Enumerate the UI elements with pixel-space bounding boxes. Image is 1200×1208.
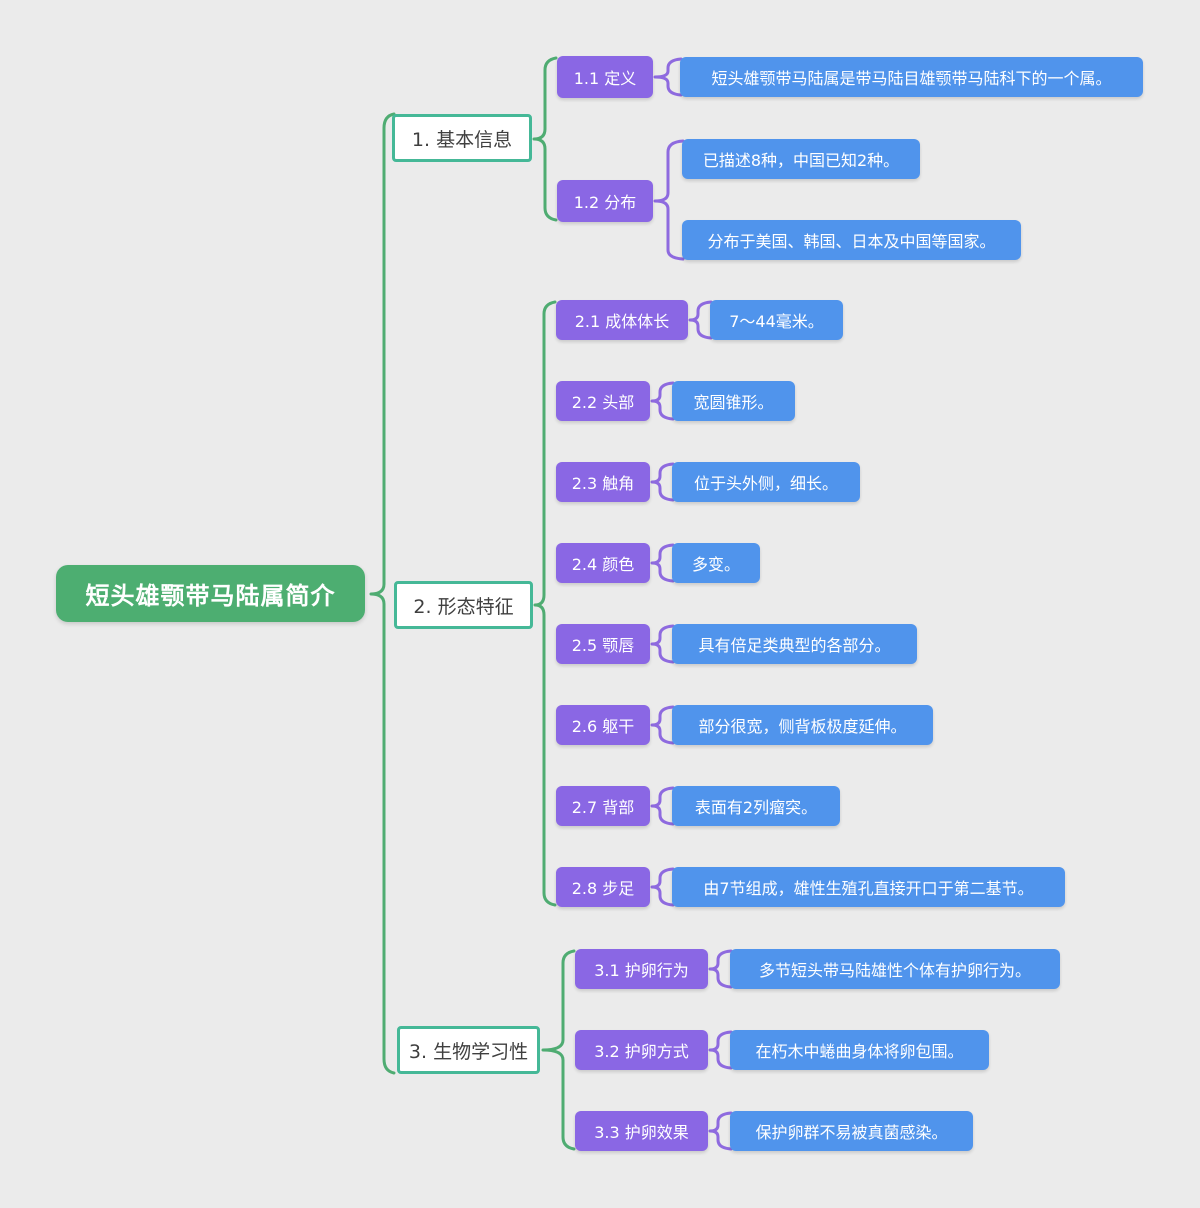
branch-1-node[interactable]: 1. 基本信息 <box>392 114 532 162</box>
topic-2-4-node[interactable]: 2.4 颜色 <box>556 543 650 583</box>
connector-topic-1-2-brace <box>653 139 685 261</box>
leaf-2-6-node[interactable]: 部分很宽，侧背板极度延伸。 <box>672 705 933 745</box>
leaf-2-3-node[interactable]: 位于头外侧，细长。 <box>672 462 860 502</box>
leaf-2-8-node[interactable]: 由7节组成，雄性生殖孔直接开口于第二基节。 <box>672 867 1065 907</box>
leaf-2-5-node[interactable]: 具有倍足类典型的各部分。 <box>672 624 917 664</box>
connector-topic-2-3-brace <box>650 462 675 502</box>
leaf-2-2-node[interactable]: 宽圆锥形。 <box>672 381 795 421</box>
topic-3-3-node[interactable]: 3.3 护卵效果 <box>575 1111 708 1151</box>
topic-2-6-node[interactable]: 2.6 躯干 <box>556 705 650 745</box>
connector-root-brace <box>369 112 396 1075</box>
topic-2-3-node[interactable]: 2.3 触角 <box>556 462 650 502</box>
leaf-1-2-a-node[interactable]: 已描述8种，中国已知2种。 <box>682 139 920 179</box>
connector-topic-3-2-brace <box>708 1030 733 1070</box>
connector-topic-2-6-brace <box>650 705 675 745</box>
connector-topic-3-3-brace <box>708 1111 733 1151</box>
leaf-3-1-node[interactable]: 多节短头带马陆雄性个体有护卵行为。 <box>730 949 1060 989</box>
leaf-2-7-node[interactable]: 表面有2列瘤突。 <box>672 786 840 826</box>
root-node[interactable]: 短头雄颚带马陆属简介 <box>56 565 365 622</box>
connector-topic-1-1-brace <box>653 57 683 97</box>
connector-topic-2-8-brace <box>650 867 675 907</box>
connector-topic-2-5-brace <box>650 624 675 664</box>
topic-2-8-node[interactable]: 2.8 步足 <box>556 867 650 907</box>
leaf-3-2-node[interactable]: 在朽木中蜷曲身体将卵包围。 <box>730 1030 989 1070</box>
topic-2-5-node[interactable]: 2.5 颚唇 <box>556 624 650 664</box>
topic-1-1-node[interactable]: 1.1 定义 <box>557 56 653 98</box>
topic-2-7-node[interactable]: 2.7 背部 <box>556 786 650 826</box>
connector-branch-2-brace <box>533 300 557 907</box>
leaf-3-3-node[interactable]: 保护卵群不易被真菌感染。 <box>730 1111 973 1151</box>
connector-branch-3-brace <box>541 949 576 1151</box>
topic-2-2-node[interactable]: 2.2 头部 <box>556 381 650 421</box>
branch-3-node[interactable]: 3. 生物学习性 <box>397 1026 540 1074</box>
branch-2-node[interactable]: 2. 形态特征 <box>394 581 533 629</box>
leaf-1-2-b-node[interactable]: 分布于美国、韩国、日本及中国等国家。 <box>682 220 1021 260</box>
leaf-2-4-node[interactable]: 多变。 <box>672 543 760 583</box>
topic-3-2-node[interactable]: 3.2 护卵方式 <box>575 1030 708 1070</box>
connector-topic-2-4-brace <box>650 543 675 583</box>
topic-3-1-node[interactable]: 3.1 护卵行为 <box>575 949 708 989</box>
leaf-2-1-node[interactable]: 7～44毫米。 <box>710 300 843 340</box>
connector-topic-2-2-brace <box>650 381 675 421</box>
connector-topic-3-1-brace <box>708 949 733 989</box>
connector-topic-2-1-brace <box>688 300 713 340</box>
connector-branch-1-brace <box>532 56 558 222</box>
connector-topic-2-7-brace <box>650 786 675 826</box>
leaf-1-1-node[interactable]: 短头雄颚带马陆属是带马陆目雄颚带马陆科下的一个属。 <box>680 57 1143 97</box>
topic-1-2-node[interactable]: 1.2 分布 <box>557 180 653 222</box>
topic-2-1-node[interactable]: 2.1 成体体长 <box>556 300 688 340</box>
